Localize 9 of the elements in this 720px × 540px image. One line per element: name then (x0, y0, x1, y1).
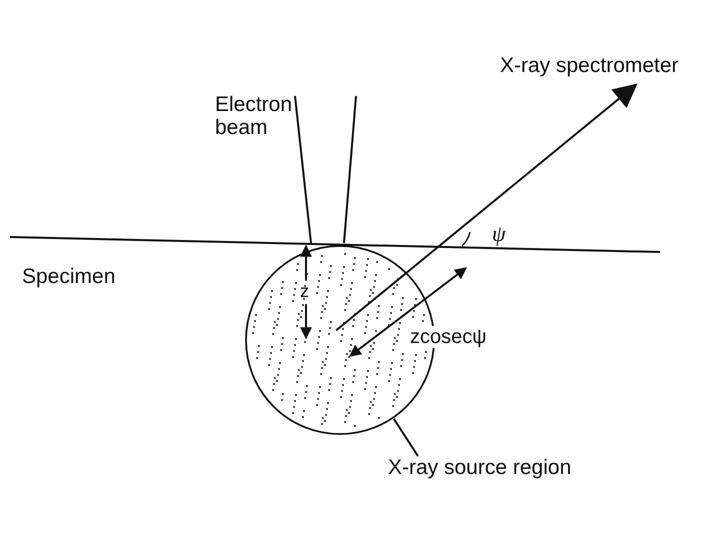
node-label: X-ray spectrometer (500, 54, 679, 78)
leader-line (336, 84, 638, 332)
text-label: zcosecψ (410, 326, 487, 348)
text-label: Specimen (22, 265, 116, 288)
node-label: X-ray source region (388, 456, 572, 480)
text-label: ψ (492, 222, 506, 246)
text-label: z (300, 282, 309, 302)
leader-line (392, 418, 419, 457)
text-label: Electron beam (215, 93, 294, 140)
